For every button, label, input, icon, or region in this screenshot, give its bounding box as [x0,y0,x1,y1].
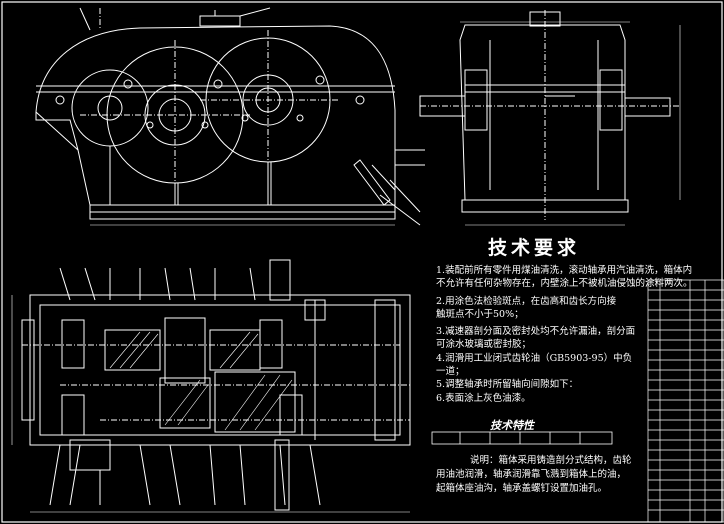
side-view [419,10,681,226]
requirement-line: 3.减速器剖分面及密封处均不允许漏油，剖分面 [436,326,636,337]
technical-specs-title: 技术特性 [490,419,534,432]
plan-section-view [11,259,411,513]
requirement-line: 触斑点不小于50%； [436,309,524,320]
requirement-line: 2.用涂色法检验斑点，在齿高和齿长方向接 [436,296,617,307]
requirement-line: 一道； [436,366,465,377]
requirement-line: 6.表面涂上灰色油漆。 [436,393,531,404]
note-line: 起箱体座油沟，轴承盖螺钉设置加油孔。 [436,483,608,494]
technical-requirements-title: 技术要求 [488,237,581,259]
spec-table [431,431,613,445]
note-line: 说明：箱体采用铸造剖分式结构，齿轮 [470,455,632,466]
requirement-line: 不允许有任何杂物存在，内壁涂上不被机油侵蚀的涂料两次。 [436,278,693,289]
requirement-line: 1.装配前所有零件用煤油清洗，滚动轴承用汽油清洗，箱体内 [436,265,693,276]
requirement-line: 4.润滑用工业闭式齿轮油（GB5903-95）中负 [436,353,633,364]
parts-list [647,279,724,523]
note-line: 用油池润滑，轴承润滑靠飞溅到箱体上的油， [436,469,627,480]
requirement-line: 5.调整轴承时所留轴向间隙如下： [436,379,579,390]
front-view [35,7,425,226]
requirement-line: 可涂水玻璃或密封胶； [436,339,532,350]
